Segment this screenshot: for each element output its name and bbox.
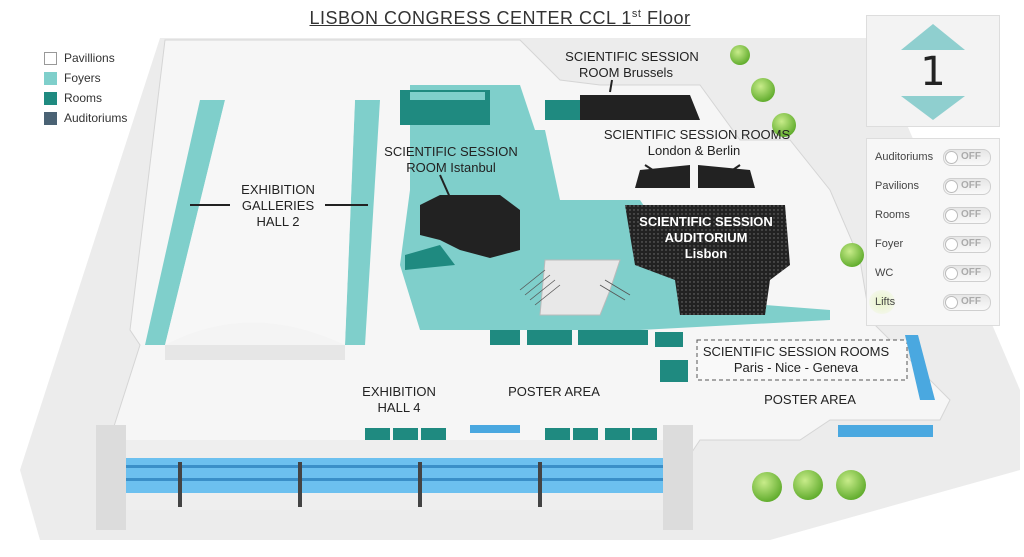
- toggle-wc[interactable]: OFF: [943, 265, 991, 282]
- toggle-label-rooms: Rooms: [875, 209, 910, 221]
- toggle-foyer[interactable]: OFF: [943, 236, 991, 253]
- floor-number: 1: [920, 49, 946, 95]
- toggle-knob-icon: [945, 180, 958, 193]
- label-auditorium-lisbon-1: SCIENTIFIC SESSION: [639, 214, 773, 229]
- label-room-istanbul-1: SCIENTIFIC SESSION: [384, 144, 518, 159]
- toggle-state-rooms: OFF: [961, 209, 981, 220]
- legend-swatch-rooms: [44, 91, 57, 105]
- toggle-knob-icon: [945, 267, 958, 280]
- toggle-state-foyer: OFF: [961, 238, 981, 249]
- exhibition-galleries-hall-2[interactable]: [145, 100, 380, 360]
- toggle-label-auditoriums: Auditoriums: [875, 151, 934, 163]
- legend-swatch-foyers: [44, 71, 57, 85]
- row-rooms-middle[interactable]: [490, 330, 688, 382]
- foyer-right[interactable]: [905, 335, 935, 400]
- toggle-label-lifts: Lifts: [875, 296, 896, 308]
- floor-up-arrow-icon[interactable]: [901, 24, 965, 50]
- legend-label-rooms: Rooms: [64, 91, 103, 105]
- legend-item-foyers: Foyers: [44, 68, 127, 88]
- label-rooms-paris: SCIENTIFIC SESSION ROOMS Paris - Nice - …: [703, 344, 890, 375]
- room-istanbul-annex[interactable]: [405, 245, 455, 270]
- label-room-istanbul-2: ROOM Istanbul: [406, 160, 496, 175]
- label-room-brussels-1: SCIENTIFIC SESSION: [565, 49, 699, 64]
- toggle-state-pavilions: OFF: [961, 180, 981, 191]
- legend-item-pavillions: Pavillions: [44, 48, 127, 68]
- auditorium-lisbon[interactable]: [625, 205, 790, 315]
- toggle-label-pavilions: Pavilions: [875, 180, 920, 192]
- central-foyer[interactable]: [400, 85, 830, 330]
- toggle-label-wc: WC: [875, 267, 894, 279]
- room-brussels[interactable]: [580, 95, 700, 120]
- lifts-highlight: [869, 290, 895, 314]
- floor-down-arrow-icon[interactable]: [901, 96, 965, 120]
- legend-label-foyers: Foyers: [64, 71, 101, 85]
- label-rooms-london-berlin-2: London & Berlin: [648, 143, 741, 158]
- map-title-suffix: Floor: [641, 8, 691, 28]
- map-title: LISBON CONGRESS CENTER CCL 1st Floor: [300, 8, 700, 29]
- toggle-state-wc: OFF: [961, 267, 981, 278]
- legend-swatch-auditoriums: [44, 111, 57, 125]
- toggle-rooms[interactable]: OFF: [943, 207, 991, 224]
- foyer-stairs-area: [539, 259, 621, 316]
- toggle-auditoriums[interactable]: OFF: [943, 149, 991, 166]
- map-title-main: LISBON CONGRESS CENTER CCL 1: [309, 8, 632, 28]
- label-poster-area-2: POSTER AREA: [764, 392, 856, 407]
- room-istanbul[interactable]: [420, 195, 520, 258]
- trees: [730, 45, 866, 502]
- room-berlin[interactable]: [698, 165, 755, 188]
- legend-label-pavillions: Pavillions: [64, 51, 115, 65]
- label-rooms-paris-1: SCIENTIFIC SESSION ROOMS: [703, 344, 890, 359]
- rooms-paris-nice-geneva[interactable]: [696, 339, 908, 381]
- label-exhibition-hall-4: EXHIBITION HALL 4: [362, 384, 436, 415]
- label-exhibition-galleries: EXHIBITION GALLERIES HALL 2: [241, 182, 315, 229]
- toggle-pavilions[interactable]: OFF: [943, 178, 991, 195]
- legend: Pavillions Foyers Rooms Auditoriums: [44, 48, 127, 128]
- label-auditorium-lisbon: SCIENTIFIC SESSION AUDITORIUM Lisbon: [639, 214, 773, 261]
- toggle-state-lifts: OFF: [961, 296, 981, 307]
- label-exhibition-galleries-2: GALLERIES: [242, 198, 315, 213]
- label-pointer-lines: [190, 79, 741, 221]
- label-exhibition-galleries-1: EXHIBITION: [241, 182, 315, 197]
- map-title-sup: st: [631, 8, 642, 20]
- toggle-row-wc: WC OFF: [875, 263, 995, 283]
- label-exhibition-hall-4-2: HALL 4: [378, 400, 421, 415]
- label-rooms-london-berlin-1: SCIENTIFIC SESSION ROOMS: [604, 127, 791, 142]
- toggle-row-foyer: Foyer OFF: [875, 234, 995, 254]
- toggle-row-pavilions: Pavilions OFF: [875, 176, 995, 196]
- stairs: [519, 269, 631, 306]
- label-rooms-paris-2: Paris - Nice - Geneva: [734, 360, 859, 375]
- toggle-knob-icon: [945, 209, 958, 222]
- toggle-state-auditoriums: OFF: [961, 151, 981, 162]
- legend-label-auditoriums: Auditoriums: [64, 111, 128, 125]
- toggle-row-lifts: Lifts OFF: [869, 290, 995, 314]
- toggle-row-rooms: Rooms OFF: [875, 205, 995, 225]
- label-auditorium-lisbon-3: Lisbon: [685, 246, 728, 261]
- label-room-brussels: SCIENTIFIC SESSION ROOM Brussels: [565, 49, 699, 80]
- row-rooms-bottom[interactable]: [365, 428, 657, 440]
- legend-item-auditoriums: Auditoriums: [44, 108, 127, 128]
- label-room-istanbul: SCIENTIFIC SESSION ROOM Istanbul: [384, 144, 518, 175]
- toggle-lifts[interactable]: OFF: [943, 294, 991, 311]
- legend-swatch-pavillions: [44, 51, 57, 65]
- label-rooms-london-berlin: SCIENTIFIC SESSION ROOMS London & Berlin: [604, 127, 791, 158]
- toggle-knob-icon: [945, 238, 958, 251]
- layer-toggle-panel: Auditoriums OFF Pavilions OFF Rooms OFF …: [866, 138, 1000, 326]
- toggle-knob-icon: [945, 296, 958, 309]
- label-exhibition-galleries-3: HALL 2: [257, 214, 300, 229]
- label-auditorium-lisbon-2: AUDITORIUM: [665, 230, 748, 245]
- floor-selector: 1: [866, 15, 1000, 127]
- toggle-knob-icon: [945, 151, 958, 164]
- toggle-row-auditoriums: Auditoriums OFF: [875, 147, 995, 167]
- glass-facade: [96, 425, 693, 530]
- label-exhibition-hall-4-1: EXHIBITION: [362, 384, 436, 399]
- toggle-label-foyer: Foyer: [875, 238, 904, 250]
- legend-item-rooms: Rooms: [44, 88, 127, 108]
- label-poster-area-1: POSTER AREA: [508, 384, 600, 399]
- label-room-brussels-2: ROOM Brussels: [579, 65, 673, 80]
